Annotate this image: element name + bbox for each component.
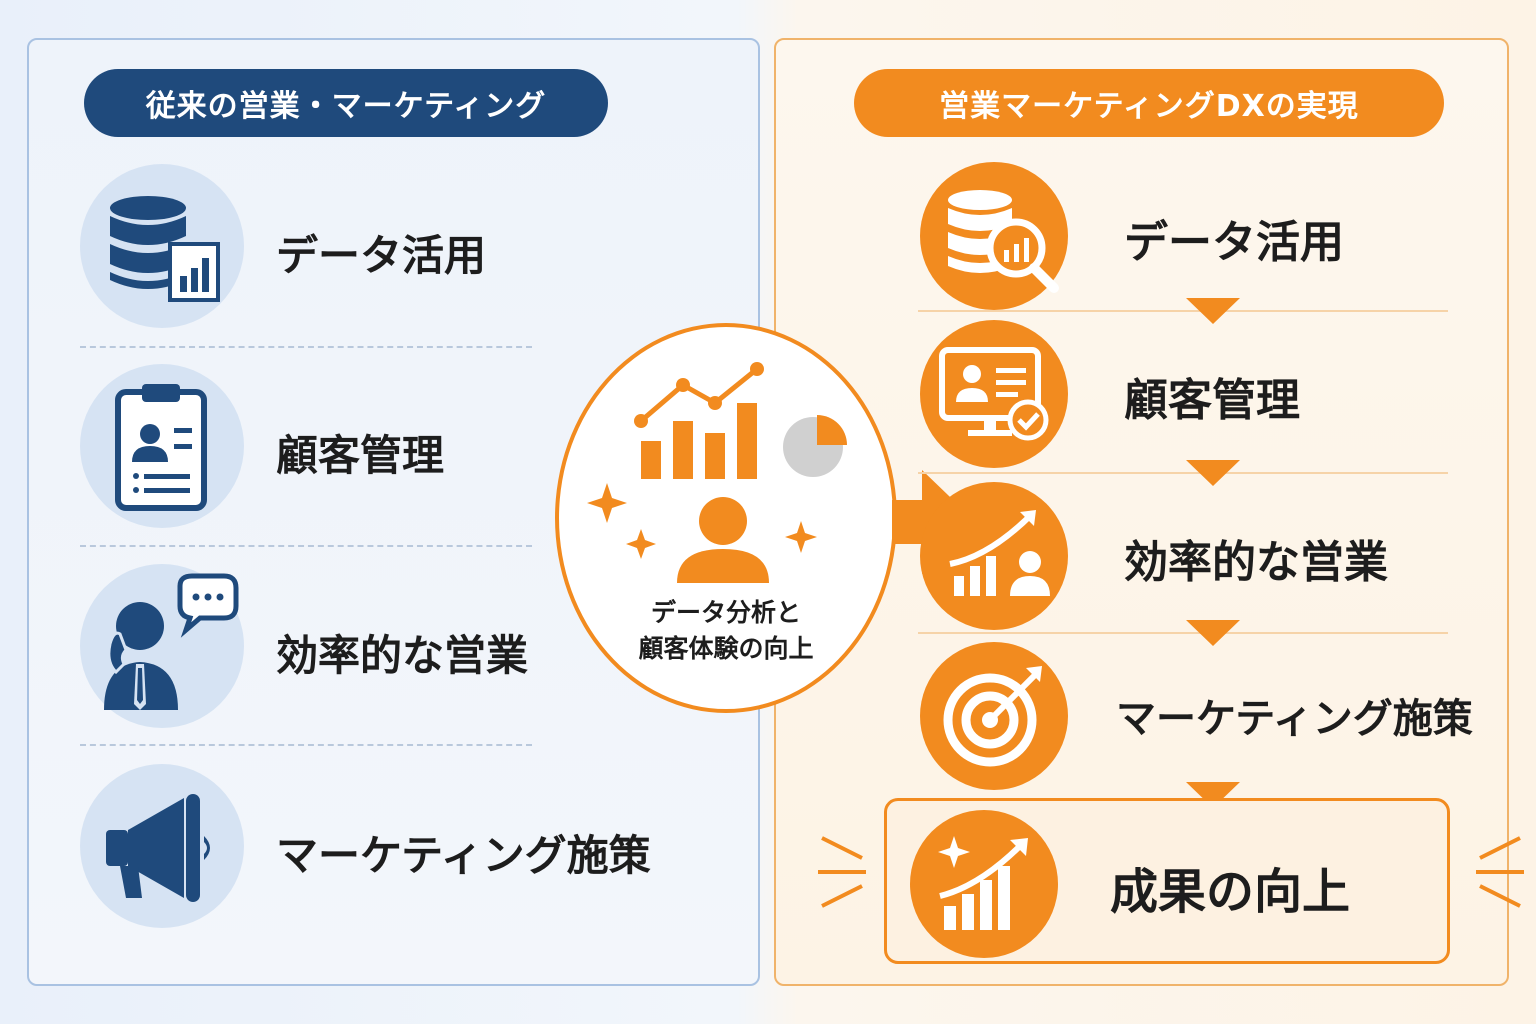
divider [80, 744, 532, 746]
right-item-customer: 顧客管理 [920, 320, 1460, 468]
down-arrow-icon [1186, 298, 1240, 324]
emphasis-lines-left-icon [818, 836, 866, 908]
center-text-line1: データ分析と [650, 598, 801, 627]
clipboard-profile-icon [80, 364, 244, 528]
database-search-icon [920, 162, 1068, 310]
center-highlight: データ分析と 顧客体験の向上 [555, 323, 897, 713]
right-item-result: 成果の向上 [910, 810, 1450, 958]
divider [80, 346, 532, 348]
growth-chart-person-icon [920, 482, 1068, 630]
left-item-label: 顧客管理 [276, 431, 445, 480]
target-arrow-icon [920, 642, 1068, 790]
line-chart-icon [634, 362, 764, 428]
center-text-line2: 顧客体験の向上 [638, 634, 814, 663]
right-item-label: データ活用 [1124, 217, 1344, 268]
result-label: 成果の向上 [1110, 864, 1351, 920]
right-panel-title: 営業マーケティングDXの実現 [854, 69, 1444, 137]
down-arrow-icon [1186, 620, 1240, 646]
right-item-data: データ活用 [920, 162, 1460, 310]
database-chart-icon [80, 164, 244, 328]
left-item-sales: 効率的な営業 [80, 564, 600, 730]
pie-chart-icon [783, 415, 847, 477]
emphasis-lines-right-icon [1476, 836, 1524, 908]
right-item-label: 効率的な営業 [1124, 537, 1388, 588]
left-item-marketing: マーケティング施策 [80, 764, 651, 930]
megaphone-icon [80, 764, 244, 928]
left-item-label: データ活用 [276, 231, 487, 280]
divider [918, 310, 1448, 312]
down-arrow-icon [1186, 460, 1240, 486]
left-item-label: 効率的な営業 [276, 631, 529, 680]
sparkle-icon [587, 483, 817, 559]
salesperson-phone-icon [80, 564, 244, 728]
growth-chart-sparkle-icon [910, 810, 1058, 958]
left-item-data: データ活用 [80, 164, 600, 330]
right-item-label: 顧客管理 [1124, 375, 1300, 426]
divider [918, 632, 1448, 634]
monitor-profile-check-icon [920, 320, 1068, 468]
right-item-marketing: マーケティング施策 [920, 642, 1473, 790]
divider [80, 545, 532, 547]
left-panel-title: 従来の営業・マーケティング [84, 69, 608, 137]
bar-chart-icon [641, 403, 757, 479]
divider [918, 472, 1448, 474]
person-icon [677, 497, 769, 583]
right-item-label: マーケティング施策 [1116, 696, 1473, 742]
right-item-sales: 効率的な営業 [920, 482, 1460, 630]
left-item-label: マーケティング施策 [276, 831, 651, 880]
left-item-customer: 顧客管理 [80, 364, 600, 530]
